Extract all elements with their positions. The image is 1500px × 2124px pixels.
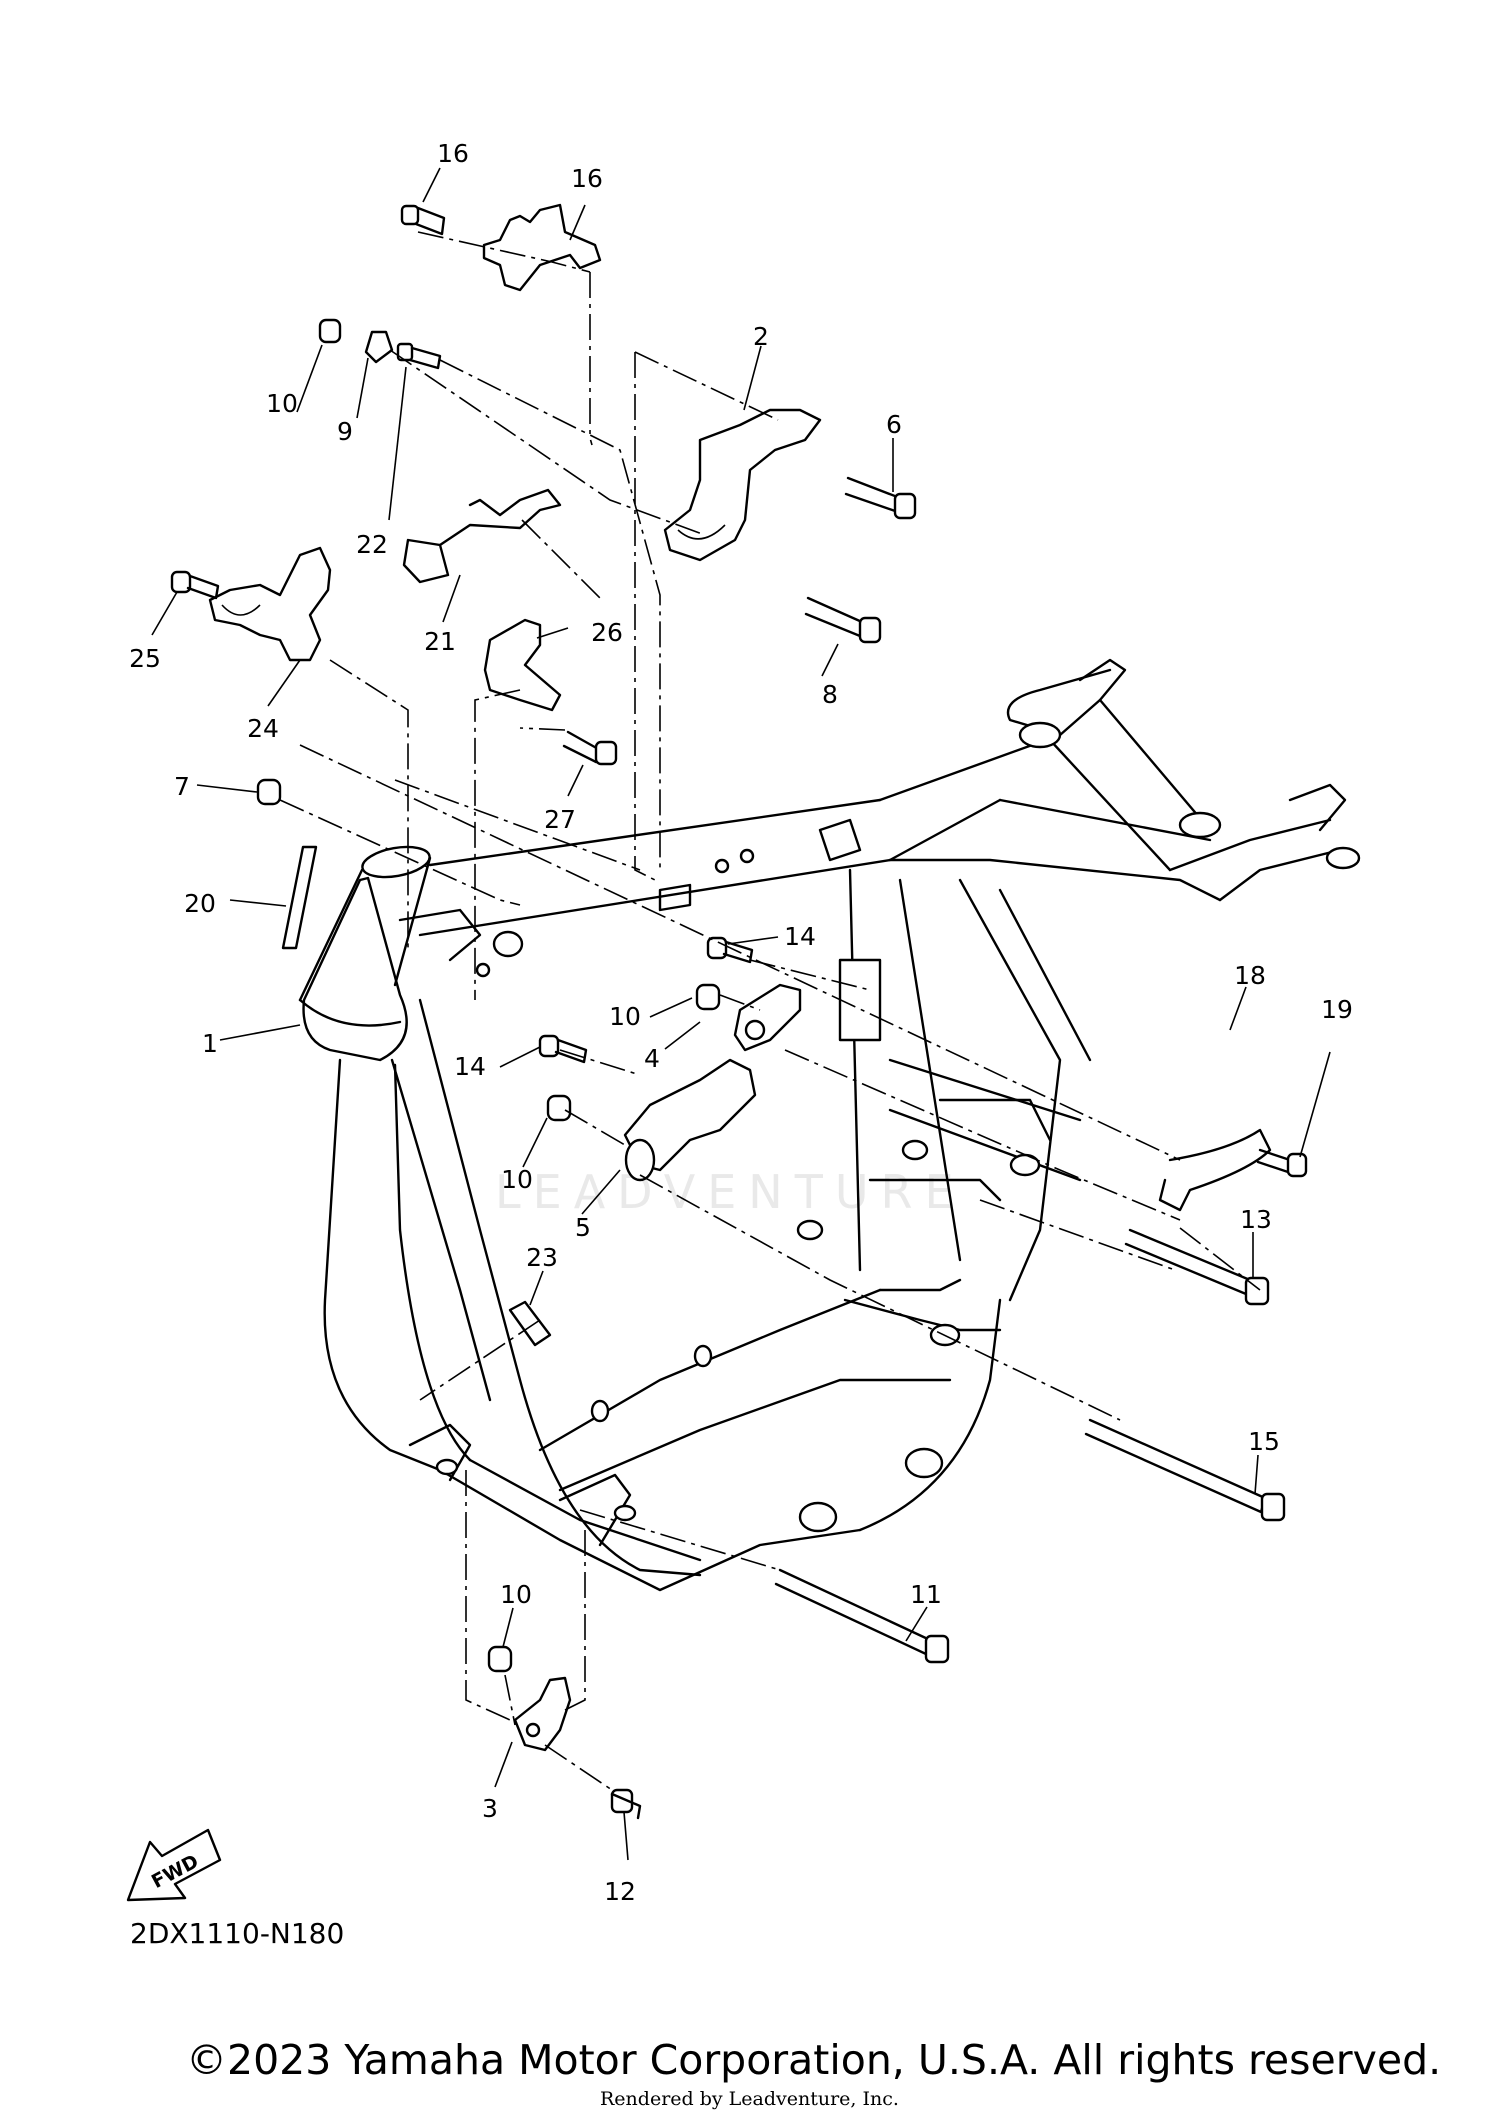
- part-10-nut-lower: [546, 1094, 572, 1122]
- callout-10: 10: [266, 389, 298, 418]
- part-25-bolt: [170, 570, 220, 600]
- part-5-plate: [623, 1058, 757, 1182]
- callout-9: 9: [337, 417, 353, 446]
- callout-10-bottom: 10: [500, 1580, 532, 1609]
- part-7-nut: [256, 778, 282, 806]
- part-20-sleeve: [281, 845, 318, 950]
- part-21-bracket: [402, 488, 562, 584]
- part-13-bolt: [1124, 1228, 1270, 1306]
- part-6-bolt: [844, 476, 917, 520]
- assembly-centerlines: [279, 231, 1261, 1791]
- part-14-bolt-lower: [538, 1034, 588, 1064]
- part-15-bolt: [1084, 1418, 1286, 1522]
- callout-19: 19: [1321, 995, 1353, 1024]
- callout-10-lower: 10: [501, 1165, 533, 1194]
- callout-4: 4: [644, 1044, 660, 1073]
- callout-25: 25: [129, 644, 161, 673]
- diagram-code: 2DX1110-N180: [130, 1917, 345, 1950]
- callout-24: 24: [247, 714, 279, 743]
- callout-20: 20: [184, 889, 216, 918]
- callout-7: 7: [174, 772, 190, 801]
- part-24-bracket: [208, 546, 332, 662]
- callout-27: 27: [544, 805, 576, 834]
- part-16-bracket: [482, 203, 602, 292]
- part-4-plate: [733, 983, 802, 1052]
- part-12-bolt: [610, 1788, 642, 1820]
- leader-lines: [151, 167, 1331, 1861]
- callout-12: 12: [604, 1877, 636, 1906]
- callout-26: 26: [591, 618, 623, 647]
- callout-5: 5: [575, 1213, 591, 1242]
- watermark-logo: LEADVENTURE: [495, 1165, 966, 1219]
- part-23-sleeve: [508, 1300, 552, 1347]
- callout-22: 22: [356, 530, 388, 559]
- part-18-clamp: [1158, 1128, 1272, 1212]
- callout-18: 18: [1234, 961, 1266, 990]
- part-3-bracket: [513, 1676, 572, 1752]
- part-17-bolt: [400, 204, 446, 236]
- part-11-bolt: [774, 1568, 950, 1664]
- part-10-nut: [318, 318, 342, 344]
- watermark-text: LEADVENTURE: [495, 1165, 966, 1219]
- part-10-nut-mid: [695, 983, 721, 1011]
- callout-6: 6: [886, 410, 902, 439]
- part-10-nut-bottom: [487, 1645, 513, 1673]
- part-2-bracket: [663, 408, 822, 562]
- callout-11: 11: [910, 1580, 942, 1609]
- part-8-bolt: [804, 596, 882, 644]
- render-credit: Rendered by Leadventure, Inc.: [600, 2088, 899, 2110]
- callout-21: 21: [424, 627, 456, 656]
- copyright-notice: ©2023 Yamaha Motor Corporation, U.S.A. A…: [186, 2036, 1442, 2084]
- callout-17: 16: [437, 139, 469, 168]
- callout-10-mid: 10: [609, 1002, 641, 1031]
- callout-8: 8: [822, 680, 838, 709]
- callout-1: 1: [202, 1029, 218, 1058]
- callout-2: 2: [753, 322, 769, 351]
- callout-23: 23: [526, 1243, 558, 1272]
- part-22-bolt: [396, 342, 442, 370]
- callout-numbers: 16 16 10 9 2 6 22 21 26 8 25 24 27 7 20 …: [129, 139, 1353, 1906]
- part-9-clip: [364, 330, 394, 364]
- callout-14-upper: 14: [784, 922, 816, 951]
- frame-body: [298, 658, 1361, 1592]
- callout-14-lower: 14: [454, 1052, 486, 1081]
- callout-15: 15: [1248, 1427, 1280, 1456]
- fwd-arrow-icon: FWD: [126, 1828, 222, 1902]
- callout-13: 13: [1240, 1205, 1272, 1234]
- callout-3: 3: [482, 1794, 498, 1823]
- part-19-bolt: [1256, 1148, 1308, 1178]
- part-27-bolt: [562, 730, 618, 766]
- callout-16: 16: [571, 164, 603, 193]
- part-26-bracket: [483, 618, 562, 712]
